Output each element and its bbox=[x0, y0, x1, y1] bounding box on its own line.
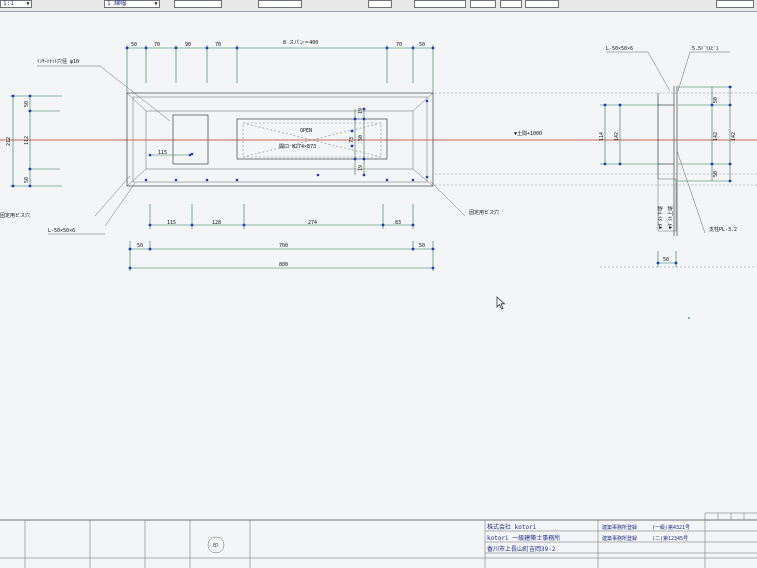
dim-label: 142 bbox=[614, 132, 620, 141]
dim-label: 50 bbox=[713, 97, 719, 103]
dim-label: 90 bbox=[185, 42, 191, 48]
dim-label: 50 bbox=[663, 257, 669, 263]
registration-label: 建築事務所登録 bbox=[602, 535, 637, 542]
dim-label: 50 bbox=[131, 42, 137, 48]
mouse-cursor-icon bbox=[496, 296, 506, 310]
screw-label: 5.5ﾄﾞﾘﾙﾋﾞｽ bbox=[692, 45, 719, 52]
toolbar-field-5[interactable] bbox=[414, 0, 466, 8]
scale-dropdown[interactable]: 1:1 ▼ bbox=[0, 0, 32, 8]
chevron-down-icon: ▼ bbox=[154, 1, 158, 7]
dim-label: 114 bbox=[599, 132, 605, 141]
dim-label: 142 bbox=[731, 132, 737, 141]
angle-label: L-50×50×6 bbox=[606, 46, 633, 52]
title-block: 印 株式会社 kotori kotori 一級建築士事務所 香川市上長山町吉岡3… bbox=[0, 512, 757, 568]
toolbar-button-5[interactable] bbox=[716, 0, 754, 8]
dim-label: 142 bbox=[713, 132, 719, 141]
level-label: ▼ﾀﾞｸﾄ上端 bbox=[667, 206, 674, 229]
plan-view: 50 70 90 70 8 スパン＝400 70 50 ｲﾝｻｰﾄﾅｯﾄ穴径 φ… bbox=[0, 40, 542, 271]
dim-label: 115 bbox=[167, 220, 176, 226]
registration-value: (二)第12345号 bbox=[652, 535, 688, 542]
toolbar-field-3[interactable] bbox=[174, 0, 222, 8]
dim-label: 128 bbox=[212, 220, 221, 226]
stamp-mark: 印 bbox=[213, 542, 218, 549]
dim-label: 50 bbox=[419, 243, 425, 249]
dim-label: 115 bbox=[158, 150, 167, 156]
dim-label: 50 bbox=[137, 243, 143, 249]
anchor-hole-label: 固定用ビス穴 bbox=[0, 212, 30, 219]
open-label: OPEN bbox=[300, 128, 312, 134]
cad-toolbar: 1:1 ▼ 1 線幅 ▼ bbox=[0, 0, 757, 12]
dim-label: 50 bbox=[24, 177, 30, 183]
dim-label: 70 bbox=[396, 42, 402, 48]
angle-label: L-50×50×6 bbox=[48, 228, 75, 234]
ground-level-label: ▼土間+1000 bbox=[514, 130, 542, 137]
chevron-down-icon: ▼ bbox=[26, 1, 30, 7]
dim-label: 50 bbox=[24, 101, 30, 107]
dim-label: 112 bbox=[24, 136, 30, 145]
dim-label: 19 bbox=[358, 108, 364, 114]
office-name: kotori 一級建築士事務所 bbox=[487, 534, 560, 542]
toolbar-button-2[interactable] bbox=[470, 0, 496, 8]
section-view: L-50×50×6 5.5ﾄﾞﾘﾙﾋﾞｽ 114 142 50 142 bbox=[599, 45, 737, 319]
stamp-circle bbox=[207, 536, 225, 554]
dim-label: 73 bbox=[349, 137, 355, 143]
dim-label: 83 bbox=[395, 220, 401, 226]
inspection-hole-label: ｲﾝｻｰﾄﾅｯﾄ穴径 φ10 bbox=[37, 58, 79, 65]
toolbar-button-4[interactable] bbox=[525, 0, 559, 8]
dim-label: 70 bbox=[154, 42, 160, 48]
dim-label: 274 bbox=[308, 220, 317, 226]
plate-label: 支柱PL-3.2 bbox=[709, 226, 737, 233]
toolbar-field-4[interactable] bbox=[258, 0, 302, 8]
toolbar-button-3[interactable] bbox=[500, 0, 522, 8]
company-name: 株式会社 kotori bbox=[487, 523, 537, 531]
dim-label: 50 bbox=[358, 135, 364, 141]
opening-size-label: 開口 W274×B73 bbox=[279, 144, 316, 150]
dim-label: 700 bbox=[279, 243, 288, 249]
toolbar-button-1[interactable] bbox=[368, 0, 392, 8]
line-width-dropdown-value: 1 線幅 bbox=[107, 0, 127, 7]
dim-label: 800 bbox=[279, 262, 288, 268]
scale-dropdown-value: 1:1 bbox=[3, 0, 14, 7]
anchor-hole-label: 固定用ビス穴 bbox=[469, 209, 499, 216]
drawing-canvas[interactable]: 50 70 90 70 8 スパン＝400 70 50 ｲﾝｻｰﾄﾅｯﾄ穴径 φ… bbox=[0, 11, 757, 568]
level-label: ▼ﾀﾞｸﾄ下端 bbox=[657, 206, 664, 229]
dim-label: 70 bbox=[215, 42, 221, 48]
registration-label: 建築事務所登録 bbox=[602, 524, 637, 531]
dim-label: 19 bbox=[358, 165, 364, 171]
dim-label: 50 bbox=[419, 42, 425, 48]
office-address: 香川市上長山町吉岡39-2 bbox=[487, 545, 556, 553]
dim-label: 8 スパン＝400 bbox=[283, 40, 318, 46]
dim-label: 50 bbox=[713, 171, 719, 177]
line-width-dropdown[interactable]: 1 線幅 ▼ bbox=[104, 0, 160, 8]
registration-value: (一級)第4321号 bbox=[652, 524, 690, 531]
dim-label: 212 bbox=[6, 137, 12, 146]
